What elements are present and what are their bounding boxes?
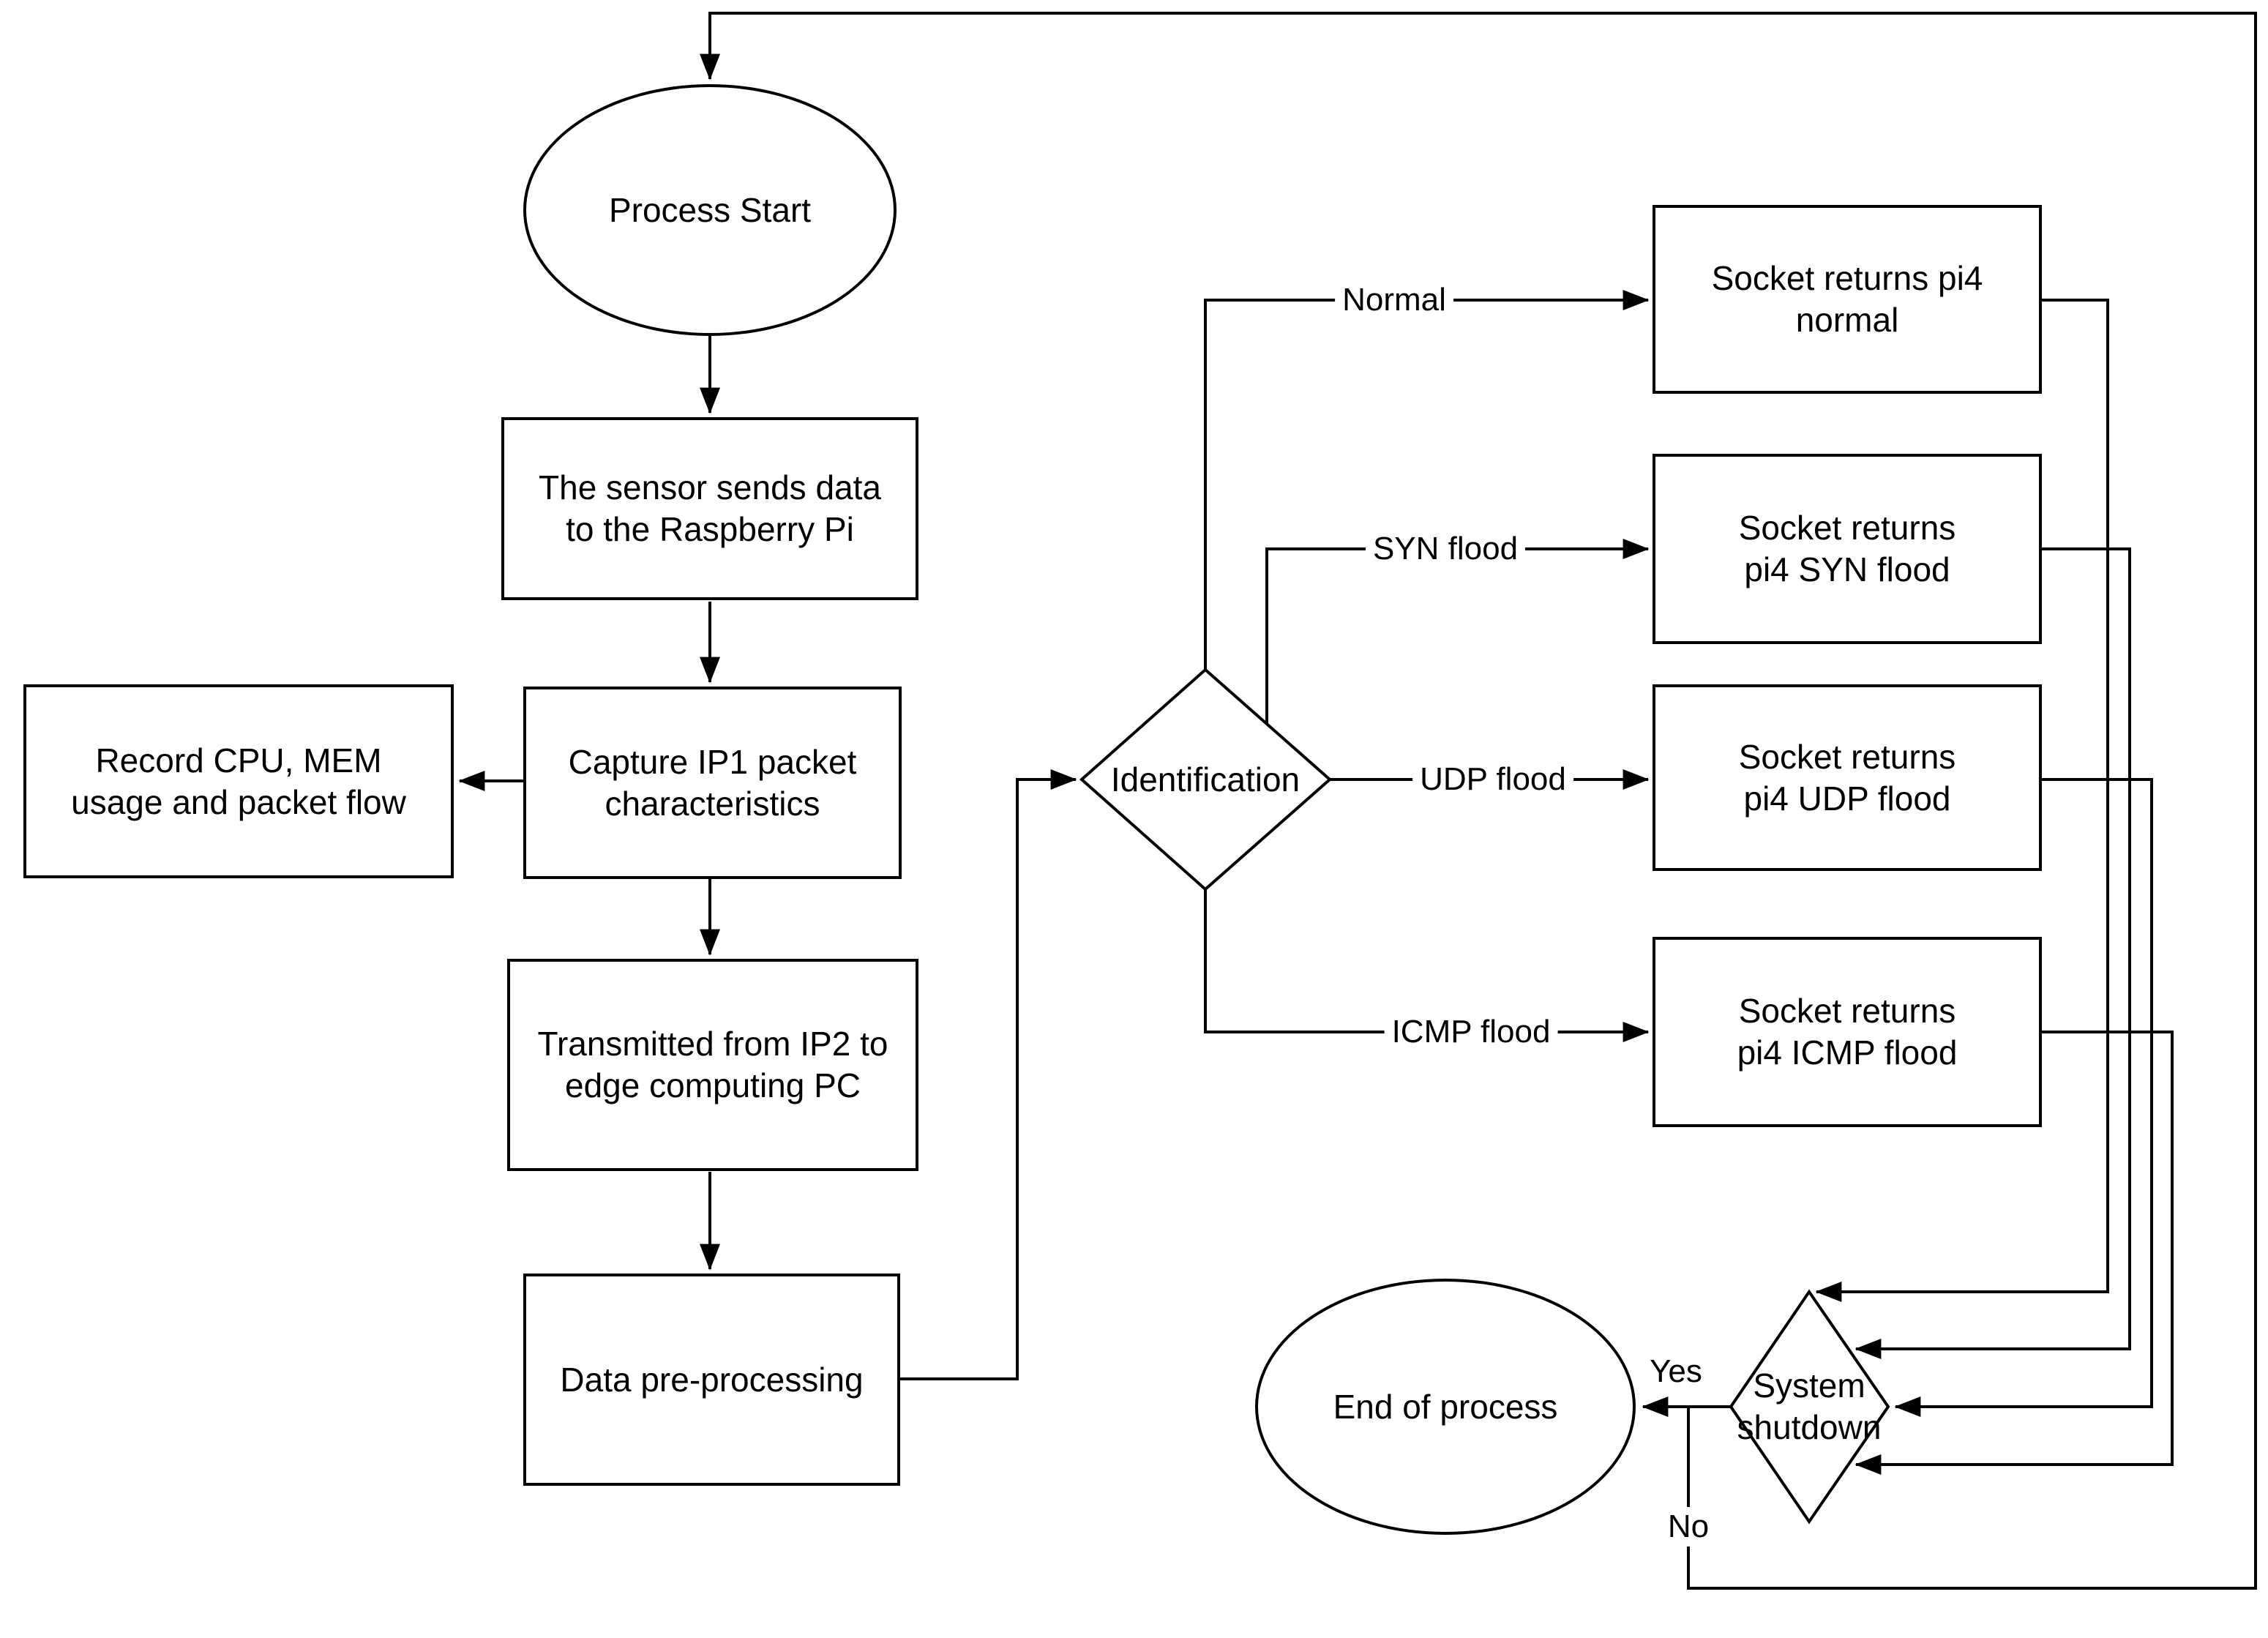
identification-label-text: Identification xyxy=(1110,760,1300,799)
edge-label-icmp-flood: ICMP flood xyxy=(1384,1012,1558,1052)
edge-socket-udp-to-shutdown xyxy=(1894,778,2153,1417)
system-shutdown-diamond xyxy=(1729,1289,1890,1525)
socket-normal-box: Socket returns pi4 normal xyxy=(1653,205,2042,394)
edge-label-normal: Normal xyxy=(1335,280,1453,320)
transmitted-label-line2: edge computing PC xyxy=(564,1066,861,1104)
edge-shutdown-no-loop xyxy=(700,12,2257,1590)
sensor-process-box: The sensor sends data to the Raspberry P… xyxy=(501,417,918,600)
edge-label-syn-flood: SYN flood xyxy=(1365,529,1526,569)
edge-socket-normal-to-shutdown xyxy=(1815,299,2109,1302)
socket-udp-line2: pi4 UDP flood xyxy=(1743,779,1951,818)
socket-icmp-box: Socket returns pi4 ICMP flood xyxy=(1653,937,2042,1127)
end-of-process-label: End of process xyxy=(1333,1387,1558,1426)
transmitted-box: Transmitted from IP2 to edge computing P… xyxy=(507,959,918,1171)
socket-syn-box: Socket returns pi4 SYN flood xyxy=(1653,454,2042,644)
record-label-line2: usage and packet flow xyxy=(71,782,406,821)
socket-udp-line1: Socket returns xyxy=(1738,737,1956,776)
sensor-label-line1: The sensor sends data xyxy=(539,468,881,506)
sensor-label-line2: to the Raspberry Pi xyxy=(566,510,854,548)
edge-identification-syn xyxy=(1265,539,1650,724)
socket-syn-line2: pi4 SYN flood xyxy=(1744,550,1950,588)
preprocessing-label: Data pre-processing xyxy=(560,1360,864,1399)
socket-icmp-line2: pi4 ICMP flood xyxy=(1737,1033,1958,1072)
socket-normal-line1: Socket returns pi4 xyxy=(1711,259,1983,297)
socket-udp-box: Socket returns pi4 UDP flood xyxy=(1653,684,2042,871)
edge-socket-syn-to-shutdown xyxy=(1855,547,2131,1359)
data-preprocessing-box: Data pre-processing xyxy=(523,1274,900,1486)
record-usage-box: Record CPU, MEM usage and packet flow xyxy=(23,684,454,878)
edge-label-yes: Yes xyxy=(1642,1352,1710,1391)
edge-socket-icmp-to-shutdown xyxy=(1855,1031,2174,1475)
identification-label: Identification xyxy=(1085,734,1326,825)
system-shutdown-line1: System xyxy=(1753,1366,1865,1405)
system-shutdown-label: System shutdown xyxy=(1725,1361,1893,1452)
system-shutdown-line2: shutdown xyxy=(1737,1408,1882,1446)
edge-identification-icmp xyxy=(1204,889,1650,1042)
record-label-line1: Record CPU, MEM xyxy=(95,741,382,779)
process-start-label: Process Start xyxy=(608,190,812,229)
socket-normal-line2: normal xyxy=(1795,301,1899,339)
capture-label-line2: characteristics xyxy=(605,784,820,823)
capture-label-line1: Capture IP1 packet xyxy=(568,742,857,781)
edge-identification-normal xyxy=(1204,290,1650,670)
transmitted-label-line1: Transmitted from IP2 to xyxy=(537,1025,888,1063)
end-of-process-terminator: End of process xyxy=(1255,1279,1636,1535)
process-start-terminator: Process Start xyxy=(523,84,897,336)
identification-diamond xyxy=(1079,667,1333,891)
socket-icmp-line1: Socket returns xyxy=(1738,992,1956,1030)
capture-packet-box: Capture IP1 packet characteristics xyxy=(523,687,902,879)
edge-label-no: No xyxy=(1660,1507,1717,1547)
socket-syn-line1: Socket returns xyxy=(1738,509,1956,547)
edge-label-udp-flood: UDP flood xyxy=(1412,760,1573,799)
edge-preprocessing-to-identification xyxy=(900,769,1077,1380)
